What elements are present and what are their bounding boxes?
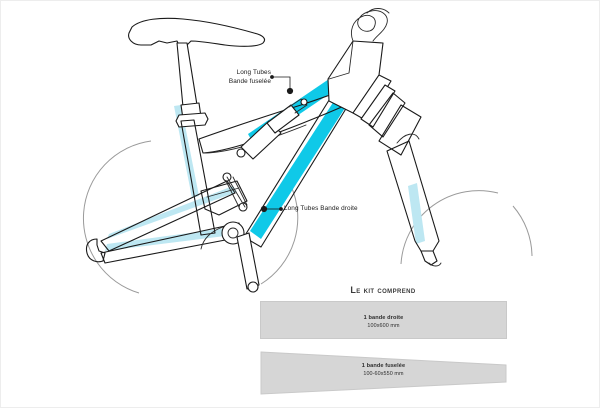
seatpost bbox=[175, 42, 209, 128]
kit-item-tapered-strip-label: 1 bande fuselée 100-60x550 mm bbox=[260, 363, 507, 378]
kit-item-straight-strip-label: 1 bande droite 100x600 mm bbox=[261, 315, 506, 330]
rear-shock bbox=[236, 98, 308, 160]
rear-wheel-arc bbox=[82, 140, 299, 294]
kit-item-tapered-strip: 1 bande fuselée 100-60x550 mm bbox=[260, 351, 507, 395]
kit-item-tapered-strip-dimensions: 100-60x550 mm bbox=[363, 370, 404, 377]
linkage-arms bbox=[222, 172, 248, 212]
callout-label-bande-fuselee: Long Tubes Bande fuselée bbox=[223, 68, 271, 86]
callout-label-bande-droite: Long Tubes Bande droite bbox=[284, 204, 358, 213]
kit-item-tapered-strip-name: 1 bande fuselée bbox=[361, 363, 406, 369]
front-wheel-arc bbox=[400, 190, 533, 265]
callout-leader-droite bbox=[260, 205, 283, 213]
callout-fuselee-line2: Bande fuselée bbox=[228, 78, 271, 85]
saddle bbox=[128, 17, 266, 47]
tapered-strip-shape bbox=[260, 351, 507, 395]
fork bbox=[352, 74, 442, 267]
callout-fuselee-line1: Long Tubes bbox=[236, 69, 271, 76]
kit-item-straight-strip-dimensions: 100x600 mm bbox=[367, 322, 400, 329]
handlebar-cables bbox=[350, 8, 390, 42]
kit-section-title: Le kit comprend bbox=[350, 285, 416, 295]
kit-item-straight-strip-name: 1 bande droite bbox=[363, 315, 404, 321]
kit-item-straight-strip: 1 bande droite 100x600 mm bbox=[260, 301, 507, 339]
bottom-bracket-crank bbox=[200, 221, 260, 293]
callout-droite-line1: Long Tubes Bande droite bbox=[284, 205, 358, 212]
callout-leader-fuselee bbox=[270, 75, 294, 95]
